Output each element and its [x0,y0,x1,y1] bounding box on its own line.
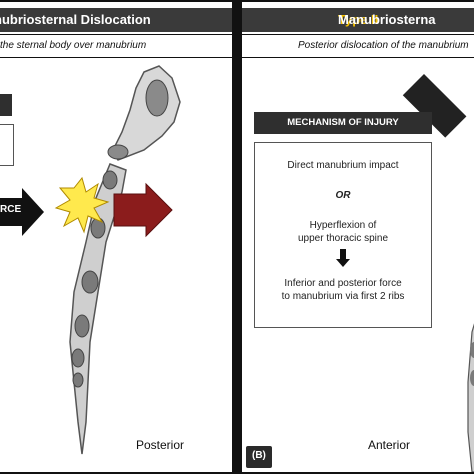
mechanism-title: MECHANISM OF INJURY [254,112,432,134]
anterior-label: Anterior [368,438,411,452]
panel-divider [234,0,240,474]
panel-a-subtitle: the sternal body over manubrium [0,40,147,51]
panel-a-mechanism-box-edge [0,124,14,166]
posterior-label: Posterior [136,438,185,452]
force-label: RCE [0,204,22,215]
panel-b-tag-box [246,446,272,468]
panel-b: Type II Manubriosterna Posterior disloca… [240,0,474,474]
mechanism-box: Direct manubrium impact OR Hyperflexion … [254,142,432,328]
down-arrow-icon [255,249,431,272]
panel-a-title-bar: nubriosternal Dislocation [0,8,232,32]
mechanism-line-1: Direct manubrium impact [287,160,399,171]
mechanism-line-3b: to manubrium via first 2 ribs [281,291,405,302]
mechanism-line-2a: Hyperflexion of [309,220,377,231]
panel-a-subtitle-bar: the sternal body over manubrium [0,34,232,58]
panel-b-subtitle: Posterior dislocation of the manubrium [298,40,469,51]
mechanism-or: OR [335,190,351,201]
sternum-illustration-a [54,65,181,455]
panel-b-title-rest: Manubriosterna [338,12,436,27]
panel-b-title-bar: Type II Manubriosterna [242,8,474,32]
panel-b-subtitle-bar: Posterior dislocation of the manubrium [242,34,474,58]
panel-b-title-type: Type II [338,12,379,27]
panel-a: nubriosternal Dislocation the sternal bo… [0,0,234,474]
panel-a-mechanism-bar-edge [0,94,12,116]
panel-b-tag: (B) [252,450,266,461]
mechanism-line-2b: upper thoracic spine [297,233,389,244]
displacement-arrow [113,182,173,238]
panel-a-title: nubriosternal Dislocation [0,12,151,27]
impact-burst [54,176,110,234]
sternum-illustration-b [467,323,474,472]
mechanism-line-3a: Inferior and posterior force [284,278,402,289]
force-arrow [0,188,44,236]
